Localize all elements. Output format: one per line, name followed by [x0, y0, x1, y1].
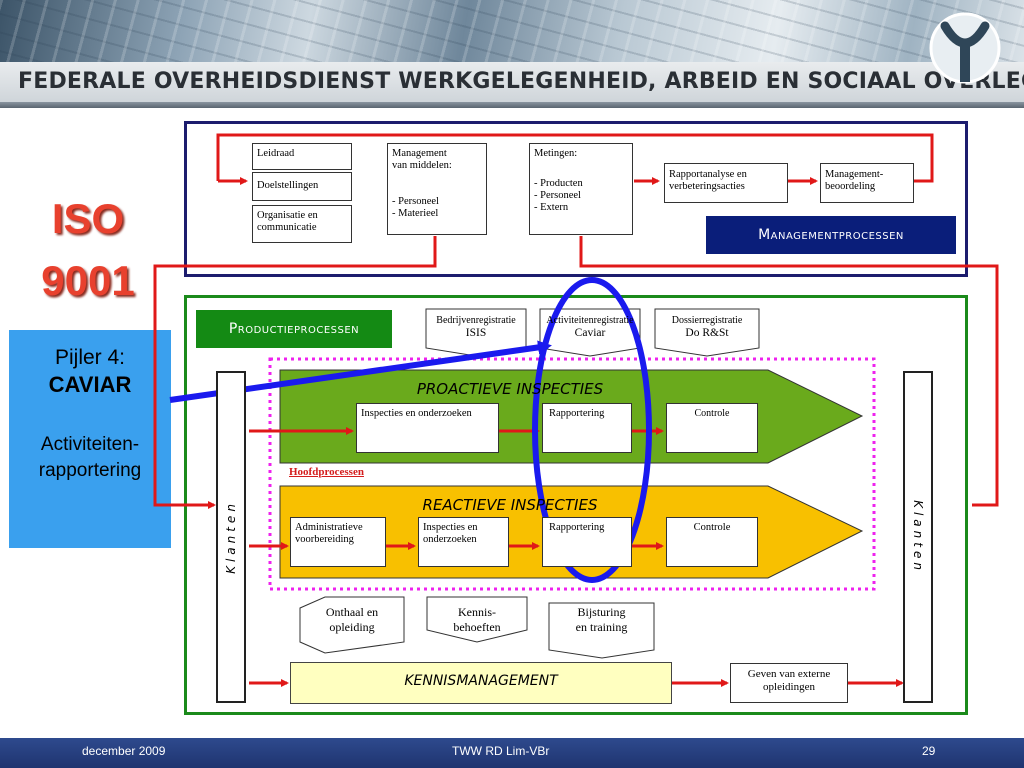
- re-step-controle-line1: Controle: [693, 522, 731, 533]
- support-onthaal-line2: opleiding: [329, 620, 375, 634]
- middelen-line4: - Materieel: [392, 208, 439, 219]
- middelen-line2: van middelen:: [392, 160, 452, 171]
- register-isis: Bedrijvenregistratie ISIS: [426, 314, 526, 340]
- support-onthaal: Onthaal en opleiding: [304, 605, 400, 635]
- externe-opleidingen-line2: opleidingen: [763, 681, 815, 693]
- slide-title-line1: ISO: [51, 195, 125, 242]
- re-step-admin-line1: Administratieve: [295, 522, 363, 533]
- support-kennis-line1: Kennis-: [458, 605, 496, 619]
- externe-opleidingen-box: Geven van externe opleidingen: [730, 663, 848, 703]
- re-step-controle: Controle: [666, 517, 758, 567]
- kennismanagement-box: KENNISMANAGEMENT: [290, 662, 672, 704]
- callout-line3: Activiteiten-: [40, 434, 140, 455]
- pro-step-inspecties: Inspecties en onderzoeken: [356, 403, 499, 453]
- pro-step-rapportering: Rapportering: [542, 403, 632, 453]
- re-step-admin-line2: voorbereiding: [295, 534, 354, 545]
- re-step-inspecties: Inspecties en onderzoeken: [418, 517, 509, 567]
- klanten-right-bar: Klanten: [903, 371, 933, 703]
- support-bijsturing-line2: en training: [575, 620, 628, 634]
- externe-opleidingen-line1: Geven van externe: [747, 668, 831, 680]
- hoofdprocessen-label: Hoofdprocessen: [289, 466, 364, 478]
- register-dorst-line1: Dossierregistratie: [671, 315, 743, 326]
- re-step-rapportering: Rapportering: [542, 517, 632, 567]
- support-kennis-line2: behoeften: [453, 620, 501, 634]
- beoordeling-box: Management- beoordeling: [820, 163, 914, 203]
- organisatie-line1: Organisatie en: [257, 210, 318, 221]
- klanten-right-label: Klanten: [911, 500, 925, 574]
- callout-line1: Pijler 4:: [54, 346, 126, 369]
- middelen-line1: Management: [392, 148, 447, 159]
- metingen-box: Metingen: - Producten - Personeel - Exte…: [529, 143, 633, 235]
- rapportanalyse-line1: Rapportanalyse en: [669, 169, 747, 180]
- loop-line-mgmt-top: [216, 133, 934, 183]
- metingen-line1: Metingen:: [534, 148, 578, 159]
- beoordeling-line1: Management-: [825, 169, 884, 180]
- pro-step-rapportering-label: Rapportering: [549, 408, 605, 419]
- register-isis-line1: Bedrijvenregistratie: [436, 315, 516, 326]
- organisatie-box: Organisatie en communicatie: [252, 205, 352, 243]
- middelen-box: Management van middelen: - Personeel - M…: [387, 143, 487, 235]
- slide-title: ISO 9001: [18, 188, 158, 312]
- caviar-highlight-ring: [532, 277, 652, 583]
- callout-line4: rapportering: [38, 460, 142, 481]
- register-isis-line2: ISIS: [465, 327, 487, 339]
- re-step-rapportering-line1: Rapportering: [549, 522, 605, 533]
- footer-date: december 2009: [82, 744, 166, 758]
- doelstellingen-label: Doelstellingen: [257, 180, 319, 191]
- footer-page-number: 29: [922, 744, 936, 758]
- slide-title-line2: 9001: [41, 257, 135, 304]
- metingen-line3: - Personeel: [534, 190, 581, 201]
- metingen-line4: - Extern: [534, 202, 569, 213]
- re-step-inspecties-line2: onderzoeken: [423, 534, 477, 545]
- line-mgmt-right: [579, 236, 999, 507]
- management-label: Managementprocessen: [706, 216, 956, 254]
- support-shape-1: [299, 596, 405, 654]
- reactief-title: REACTIEVE INSPECTIES: [422, 496, 598, 514]
- support-shape-3: [548, 602, 655, 659]
- leidraad-label: Leidraad: [257, 148, 295, 159]
- header-stripe: [0, 102, 1024, 108]
- leidraad-box: Leidraad: [252, 143, 352, 170]
- register-caviar-line1: Activiteitenregistratie: [546, 315, 634, 326]
- pro-step-inspecties-label: Inspecties en onderzoeken: [361, 408, 472, 419]
- support-shape-2: [426, 596, 528, 643]
- rapportanalyse-line2: verbeteringsacties: [669, 181, 745, 192]
- footer-bar: [0, 738, 1024, 768]
- beoordeling-line2: beoordeling: [825, 181, 876, 192]
- register-shape-3: [654, 308, 760, 357]
- header-band: [0, 62, 1024, 102]
- callout-box: [9, 330, 171, 548]
- pro-step-controle-label: Controle: [694, 408, 730, 419]
- register-caviar: Activiteitenregistratie Caviar: [540, 314, 640, 340]
- register-caviar-line2: Caviar: [574, 327, 606, 339]
- management-frame: [184, 121, 968, 277]
- logo-icon: [929, 12, 1001, 84]
- line-mgmt-left: [153, 236, 437, 507]
- pro-step-controle: Controle: [666, 403, 758, 453]
- support-kennis: Kennis- behoeften: [427, 605, 527, 635]
- proactief-title: PROACTIEVE INSPECTIES: [416, 380, 604, 398]
- support-bijsturing: Bijsturing en training: [549, 605, 654, 635]
- klanten-left-bar: Klanten: [216, 371, 246, 703]
- production-label: Productieprocessen: [196, 310, 392, 348]
- callout-description: Activiteiten- rapportering: [9, 432, 171, 484]
- register-dorst: Dossierregistratie Do R&St: [655, 314, 759, 340]
- middelen-line3: - Personeel: [392, 196, 439, 207]
- callout-line2: CAVIAR: [48, 372, 132, 397]
- footer-center: TWW RD Lim-VBr: [452, 744, 550, 758]
- support-bijsturing-line1: Bijsturing: [577, 605, 626, 619]
- register-dorst-line2: Do R&St: [685, 327, 729, 339]
- klanten-left-label: Klanten: [224, 500, 238, 574]
- metingen-line2: - Producten: [534, 178, 583, 189]
- re-step-inspecties-line1: Inspecties en: [423, 522, 478, 533]
- hoofdprocessen-outline: [268, 357, 876, 591]
- rapportanalyse-box: Rapportanalyse en verbeteringsacties: [664, 163, 788, 203]
- doelstellingen-box: Doelstellingen: [252, 172, 352, 201]
- re-step-admin: Administratieve voorbereiding: [290, 517, 386, 567]
- header-title: FEDERALE OVERHEIDSDIENST WERKGELEGENHEID…: [18, 69, 1024, 94]
- support-onthaal-line1: Onthaal en: [325, 605, 379, 619]
- organisatie-line2: communicatie: [257, 222, 317, 233]
